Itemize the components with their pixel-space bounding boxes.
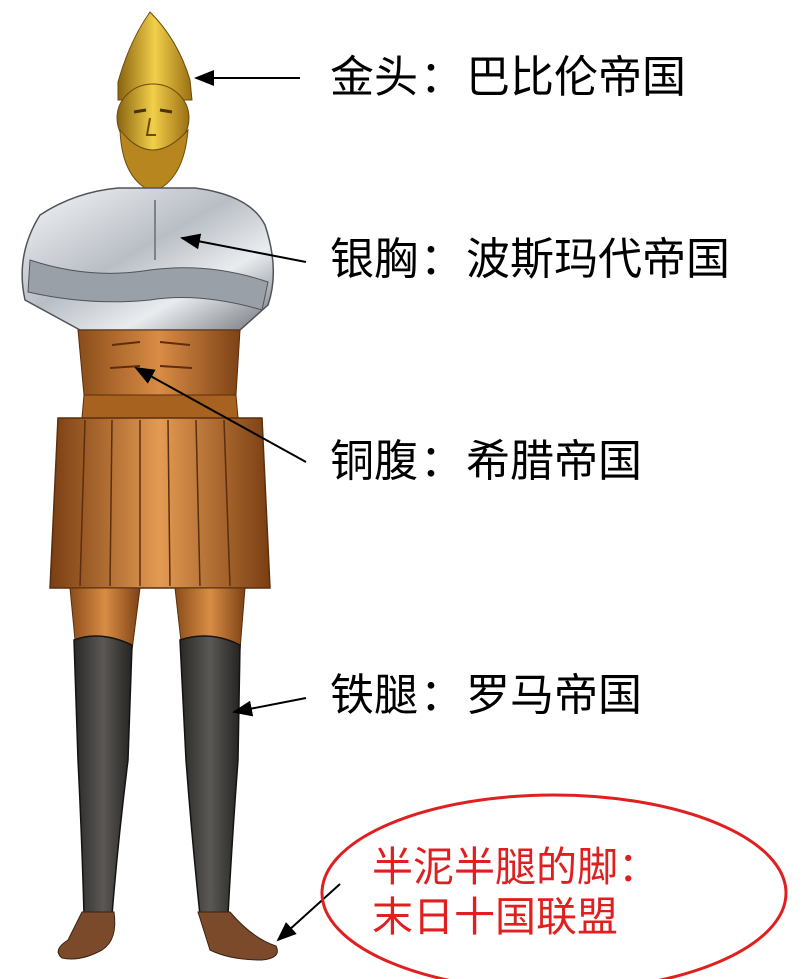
feet-line-1: 半泥半腿的脚： [372, 843, 659, 891]
arrow-feet [276, 883, 341, 942]
label-iron-legs: 铁腿：罗马帝国 [330, 674, 642, 718]
label-separator: ： [420, 670, 464, 721]
label-part: 铜腹 [330, 436, 418, 487]
clay-feet [57, 911, 278, 961]
feet-highlight-ellipse [320, 793, 788, 979]
label-part: 铁腿 [330, 670, 418, 721]
label-separator: ： [420, 52, 464, 103]
bronze-belly [49, 329, 271, 589]
label-empire: 波斯玛代帝国 [466, 234, 730, 285]
label-gold-head: 金头：巴比伦帝国 [330, 56, 686, 100]
statue [21, 11, 278, 961]
label-empire: 罗马帝国 [466, 670, 642, 721]
gold-head [116, 11, 193, 193]
label-empire: 巴比伦帝国 [466, 52, 686, 103]
feet-line-2: 末日十国联盟 [372, 893, 618, 942]
label-bronze-belly: 铜腹：希腊帝国 [330, 440, 642, 484]
label-empire: 希腊帝国 [466, 436, 642, 487]
arrow-legs [232, 697, 307, 717]
label-feet: 半泥半腿的脚： 末日十国联盟 [372, 842, 659, 942]
label-part: 金头 [330, 52, 418, 103]
label-part: 银胸 [330, 234, 418, 285]
silver-chest [21, 187, 275, 331]
label-silver-chest: 银胸：波斯玛代帝国 [330, 238, 730, 282]
label-separator: ： [420, 436, 464, 487]
arrow-chest [180, 233, 307, 263]
pointer-arrows [134, 70, 341, 942]
arrow-belly [134, 367, 307, 463]
label-separator: ： [420, 234, 464, 285]
iron-legs [73, 635, 241, 916]
